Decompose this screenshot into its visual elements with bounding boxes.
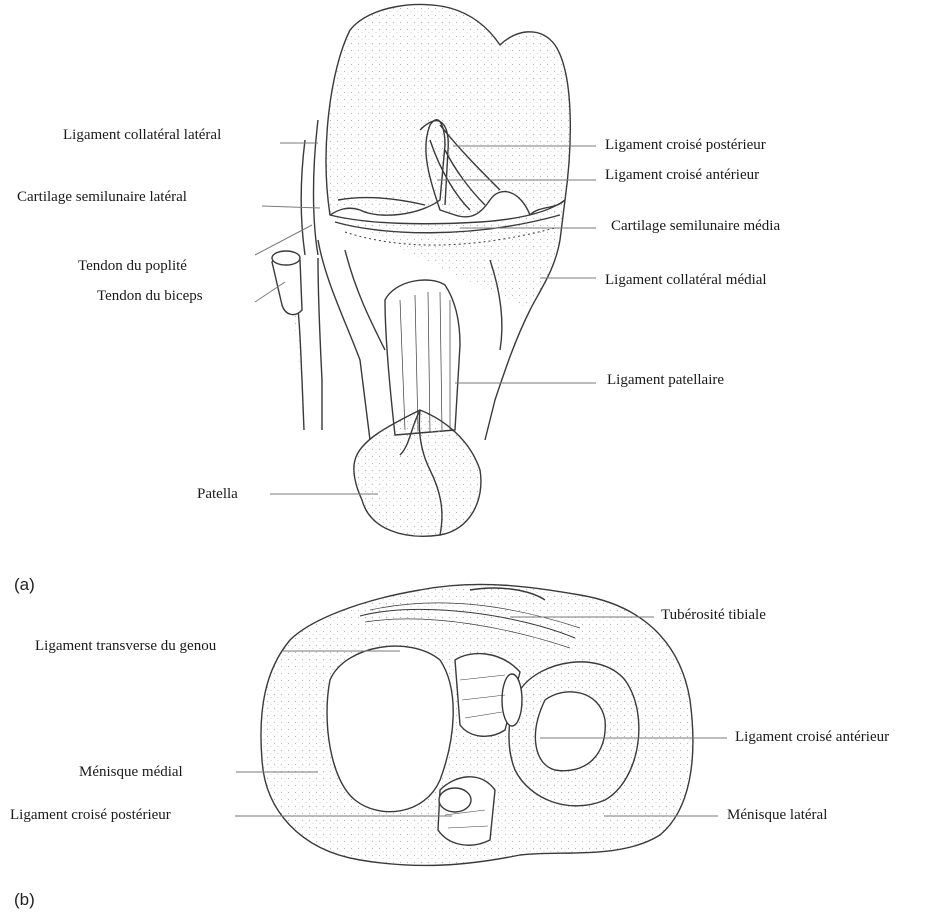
label-croise-posterieur-a: Ligament croisé postérieur (605, 136, 766, 154)
femur-shape (326, 4, 570, 216)
figure-tag-b: (b) (14, 890, 35, 910)
medial-surface (327, 646, 453, 812)
label-menisque-lateral: Ménisque latéral (727, 806, 827, 824)
label-tendon-poplite: Tendon du poplité (78, 257, 187, 275)
patella-bone (354, 410, 481, 536)
label-tendon-biceps: Tendon du biceps (97, 287, 203, 305)
label-croise-anterieur-a: Ligament croisé antérieur (605, 166, 759, 184)
label-tuberosite: Tubérosité tibiale (661, 606, 766, 624)
label-patella: Patella (197, 485, 238, 503)
label-collateral-medial: Ligament collatéral médial (605, 271, 767, 289)
knee-top-view (261, 584, 693, 865)
label-transverse: Ligament transverse du genou (35, 637, 216, 655)
label-croise-anterieur-b: Ligament croisé antérieur (735, 728, 889, 746)
label-collateral-lateral: Ligament collatéral latéral (63, 126, 221, 144)
label-patellaire: Ligament patellaire (607, 371, 724, 389)
figure-tag-a: (a) (14, 575, 35, 595)
label-croise-posterieur-b: Ligament croisé postérieur (10, 806, 171, 824)
label-menisque-medial: Ménisque médial (79, 763, 183, 781)
lateral-collateral-ligament (301, 120, 318, 255)
label-cartilage-media: Cartilage semilunaire média (611, 217, 780, 235)
label-cartilage-lateral: Cartilage semilunaire latéral (17, 188, 187, 206)
posterior-cruciate-stump (438, 777, 495, 845)
knee-front-view (272, 4, 570, 536)
